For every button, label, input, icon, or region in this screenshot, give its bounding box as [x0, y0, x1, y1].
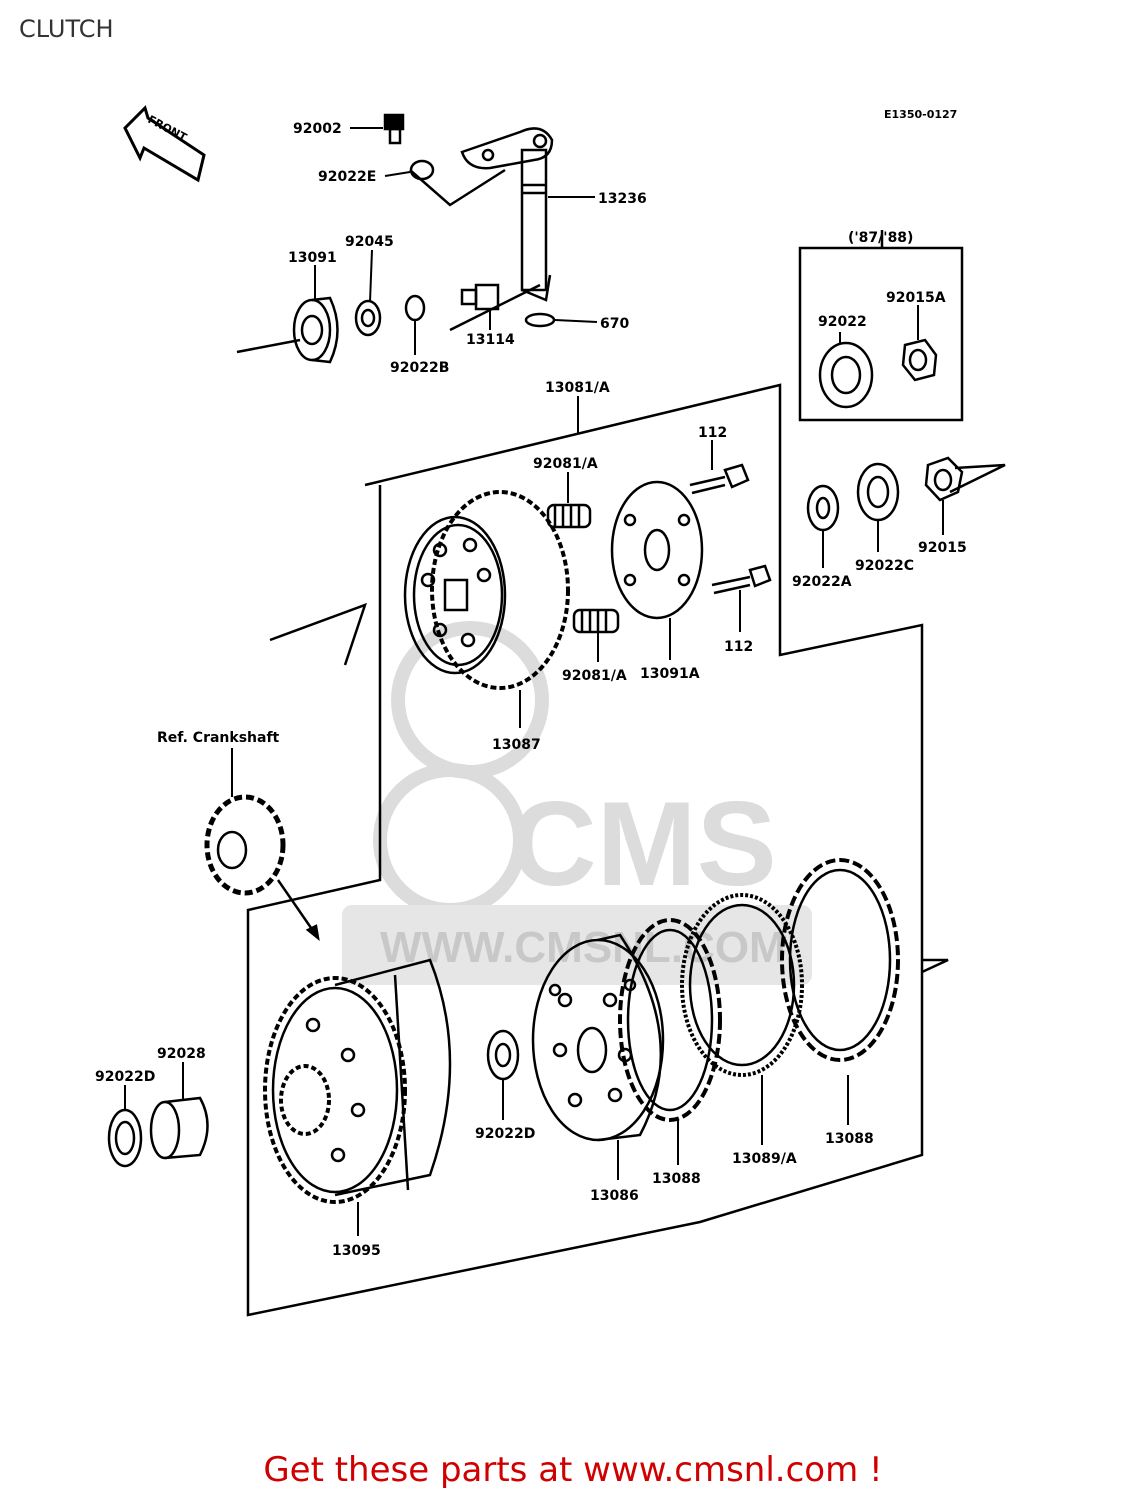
- part-label: 92022D: [95, 1069, 155, 1085]
- part-label: 92022E: [318, 169, 376, 185]
- spring-92081a-bottom: [572, 608, 620, 634]
- part-labels: E1350-0127 FRONT ('87/'88) Ref. Cranksha…: [95, 108, 967, 1259]
- part-label: 112: [724, 639, 753, 655]
- page-title: CLUTCH: [19, 15, 114, 43]
- crankshaft-gear: [204, 794, 286, 896]
- washer-92022d-mid: [486, 1029, 520, 1081]
- part-label: 13089/A: [732, 1151, 797, 1167]
- washer-92022d-left: [107, 1108, 143, 1168]
- part-label: 92022: [818, 314, 867, 330]
- front-label: FRONT: [146, 113, 190, 144]
- part-label: 92022C: [855, 558, 914, 574]
- clutch-boss-13086: [531, 933, 665, 1142]
- o-ring-670: [524, 312, 556, 328]
- part-label: 92081/A: [533, 456, 598, 472]
- part-label: 92022D: [475, 1126, 535, 1142]
- bolt-112-bottom: [711, 564, 772, 595]
- nut-92015: [924, 456, 964, 502]
- part-label: 92081/A: [562, 668, 627, 684]
- washer-92022c: [856, 462, 900, 522]
- pressure-plate-13091a: [610, 480, 704, 620]
- part-label: 92002: [293, 121, 342, 137]
- year-box-label: ('87/'88): [848, 230, 913, 246]
- watermark-url: WWW.CMSNL.COM: [380, 923, 786, 972]
- part-label: 13088: [652, 1171, 701, 1187]
- washer-92022b: [404, 294, 426, 322]
- part-label: 92022A: [792, 574, 852, 590]
- part-label: 13088: [825, 1131, 874, 1147]
- washer-92022a: [806, 484, 840, 532]
- assembly-outline: [246, 383, 924, 1317]
- front-arrow-icon: [123, 105, 206, 183]
- part-label: 13091A: [640, 666, 700, 682]
- part-label: 13095: [332, 1243, 381, 1259]
- part-label: 13081/A: [545, 380, 610, 396]
- collar-92028: [149, 1096, 209, 1160]
- ref-crankshaft-label: Ref. Crankshaft: [157, 730, 280, 746]
- part-label: 670: [600, 316, 629, 332]
- watermark-brand: CMS: [510, 777, 777, 911]
- bearing-92045: [354, 299, 382, 337]
- diagram-code: E1350-0127: [884, 108, 957, 121]
- part-label: 13087: [492, 737, 541, 753]
- part-label: 13086: [590, 1188, 639, 1204]
- clutch-hub-13087: [403, 490, 570, 690]
- pusher-13114: [460, 283, 500, 311]
- footer-cta-link[interactable]: Get these parts at www.cmsnl.com !: [263, 1450, 883, 1490]
- bolt-112-top: [689, 463, 750, 495]
- part-label: 13091: [288, 250, 337, 266]
- part-label: 112: [698, 425, 727, 441]
- part-label: 92015A: [886, 290, 946, 306]
- steel-plate-13089a: [680, 893, 804, 1077]
- part-label: 13114: [466, 332, 515, 348]
- part-label: 92015: [918, 540, 967, 556]
- friction-plate-13088-left: [618, 918, 722, 1122]
- lock-washer-92022: [818, 341, 874, 409]
- washer-92022e: [409, 159, 435, 181]
- part-label: 92028: [157, 1046, 206, 1062]
- clutch-exploded-diagram: CMS WWW.CMSNL.COM: [95, 105, 1006, 1317]
- oil-seal-13091: [292, 296, 339, 364]
- nut-92015a: [901, 338, 938, 382]
- part-label: 92045: [345, 234, 394, 250]
- friction-plate-13088-right: [780, 858, 900, 1062]
- release-lever-shaft: [460, 127, 554, 302]
- spring-92081a-top: [546, 503, 592, 529]
- part-label: 92022B: [390, 360, 449, 376]
- bolt-92002: [383, 113, 405, 145]
- clutch-housing-13095: [263, 958, 452, 1204]
- part-label: 13236: [598, 191, 647, 207]
